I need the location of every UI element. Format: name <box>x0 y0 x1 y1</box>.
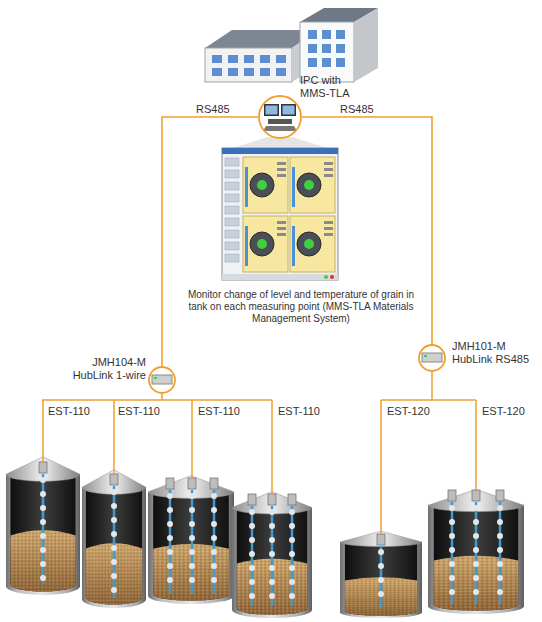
node-label: JMH104-M HubLink 1-wire <box>64 356 146 382</box>
node-circle <box>149 367 175 393</box>
sensor-bus-wires <box>42 372 476 534</box>
node-circle <box>259 96 301 138</box>
software-screenshot <box>222 148 338 280</box>
description-text: Monitor change of level and temperature … <box>183 289 419 325</box>
node-outline <box>418 344 446 372</box>
sensor-label: EST-110 <box>48 405 98 418</box>
sensor-label: EST-110 <box>198 405 248 418</box>
hub-icons <box>148 344 446 394</box>
sensor-label: EST-110 <box>118 405 168 418</box>
node-outline <box>148 366 176 394</box>
sensor-label: EST-120 <box>482 405 532 418</box>
node-outline <box>258 95 302 139</box>
node-label: IPC with MMS-TLA <box>300 74 356 100</box>
silos <box>6 457 524 618</box>
building-illustration <box>205 8 378 82</box>
ipc-icon <box>258 95 302 139</box>
hub-node: JMH104-M HubLink 1-wire <box>148 366 176 394</box>
edge-label: RS485 <box>196 103 230 116</box>
sensor-label: EST-110 <box>278 405 328 418</box>
ipc-node: IPC with MMS-TLA <box>258 95 302 139</box>
edge-label: RS485 <box>340 103 374 116</box>
node-label: JMH101-M HubLink RS485 <box>452 340 540 366</box>
rs485-connector <box>162 117 258 366</box>
hub-node: JMH101-M HubLink RS485 <box>418 344 446 372</box>
sensor-label: EST-120 <box>387 405 437 418</box>
node-circle <box>419 345 445 371</box>
sensor-cables <box>43 474 500 608</box>
